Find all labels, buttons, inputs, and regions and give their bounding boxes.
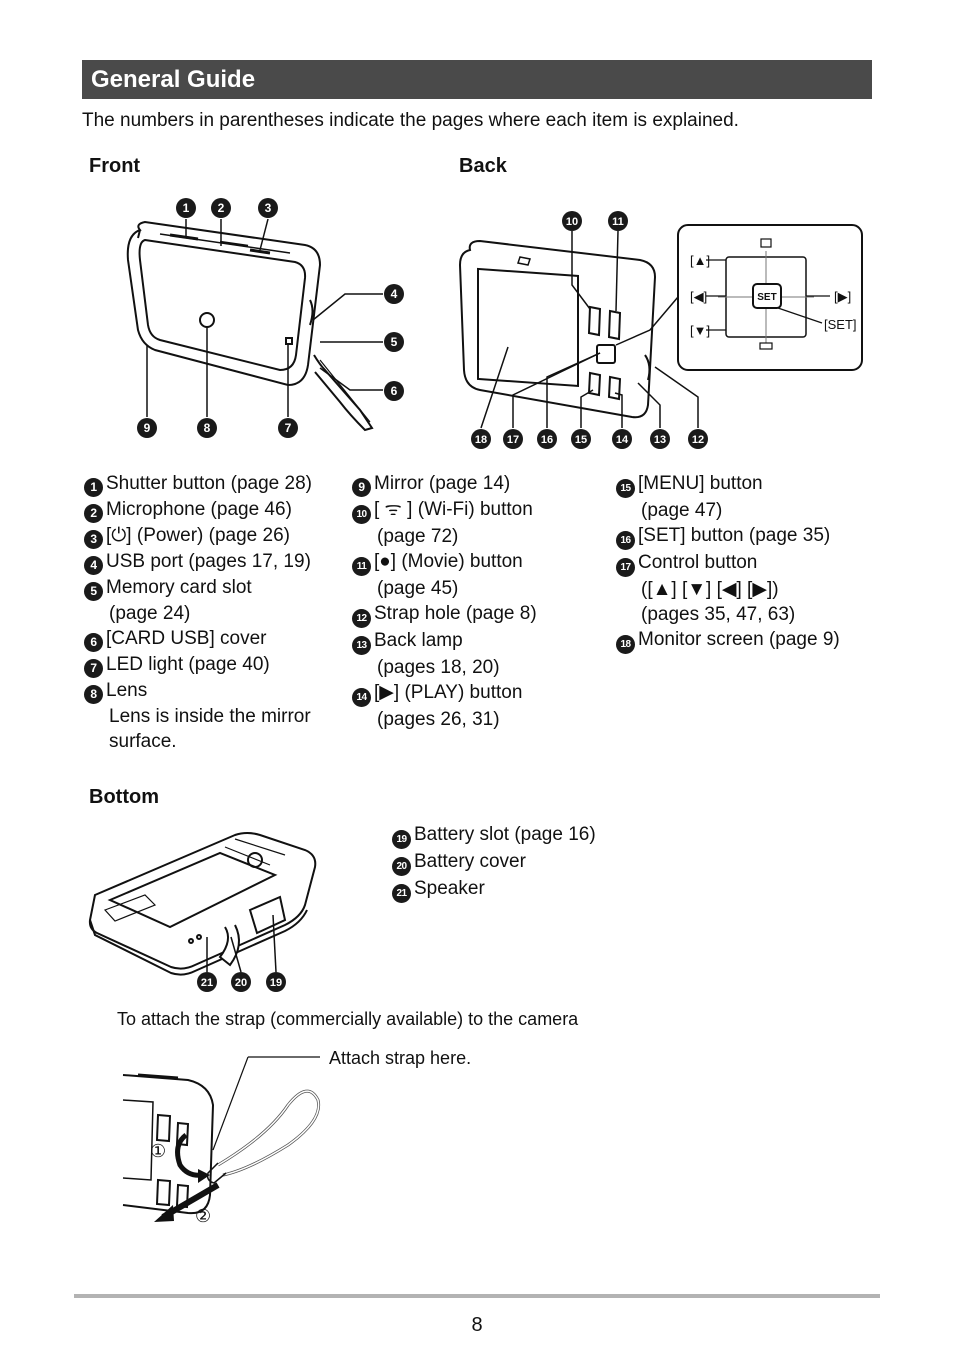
callout-badge [137,418,157,438]
callout-number: 21 [201,977,213,989]
callout-badge [278,418,298,438]
callout-number: 20 [235,977,247,989]
legend-item: 16[SET] button (page 35) [616,523,840,550]
callout-badge [688,429,708,449]
callout-badge [197,972,217,992]
callout-badge [176,198,196,218]
callout-number: 4 [391,287,398,301]
legend-item: 3[⏻] (Power) (page 26) [84,523,312,549]
step-2-marker: ② [195,1206,211,1226]
callout-badge [231,972,251,992]
callout-number: 5 [391,335,398,349]
section-front-heading: Front [89,155,141,177]
callout-badge [571,429,591,449]
callout-badge [650,429,670,449]
callout-badge [258,198,278,218]
callout-number: 13 [654,434,666,446]
callout-badge [211,198,231,218]
callout-badge [384,332,404,352]
inset-left-label: [◀] [690,289,707,304]
strap-caption: To attach the strap (commercially availa… [117,1009,579,1029]
callout-badge [384,381,404,401]
callout-badge [471,429,491,449]
callout-number: 14 [616,434,629,446]
inset-right-label: [▶] [834,289,851,304]
callout-badge [537,429,557,449]
step-1-marker: ① [150,1141,166,1161]
callout-number: 8 [204,421,211,435]
callout-number: 18 [475,434,487,446]
section-back-heading: Back [459,155,507,177]
callout-badge [562,211,582,231]
legend-item: 14[▶] (PLAY) button(pages 26, 31) [352,680,537,732]
legend-item: 15[MENU] button(page 47) [616,471,840,523]
legend-item: 11[●] (Movie) button(page 45) [352,549,537,601]
callout-badge [266,972,286,992]
inset-up-label: [▲] [690,253,710,268]
back-callout-badges: 10 11 12 13 14 15 16 17 18 [471,211,708,449]
callout-badge [608,211,628,231]
callout-number: 9 [144,421,151,435]
callout-number: 16 [541,434,553,446]
callout-number: 7 [285,421,292,435]
inset-set-label: [SET] [824,317,857,332]
callout-number: 15 [575,434,587,446]
callout-number: 6 [391,384,398,398]
page-number: 8 [471,1314,483,1336]
attach-strap-label: Attach strap here. [329,1048,472,1068]
callout-number: 10 [566,216,578,228]
strap-illustration: ① ② [122,1056,321,1226]
callout-badge [612,429,632,449]
section-bottom-heading: Bottom [89,786,159,808]
legend-item: 10[ ᯤ ] (Wi-Fi) button(page 72) [352,497,537,549]
callout-number: 2 [218,201,225,215]
front-callout-badges: 1 2 3 4 5 6 7 8 9 [137,198,404,438]
callout-number: 17 [507,434,519,446]
callout-number: 3 [265,201,272,215]
back-camera-illustration: SET [▲] [◀] [▼] [▶] [SET] 10 11 12 13 14 [458,211,863,449]
front-camera-illustration: 1 2 3 4 5 6 7 8 9 [126,198,404,438]
inset-down-label: [▼] [690,323,710,338]
callout-number: 19 [270,977,282,989]
footer-divider [74,1294,880,1298]
callout-number: 1 [183,201,190,215]
bottom-callout-badges: 21 20 19 [197,972,286,992]
intro-text: The numbers in parentheses indicate the … [82,110,739,131]
callout-badge [384,284,404,304]
callout-badge [197,418,217,438]
legend-column-3: 15[MENU] button(page 47) 16[SET] button … [616,471,840,654]
callout-number: 12 [692,434,704,446]
bottom-camera-illustration: 21 20 19 [88,832,317,992]
page-title: General Guide [82,60,872,99]
legend-item: 6[CARD USB] cover [84,626,312,652]
set-button-label: SET [757,292,776,303]
callout-number: 11 [612,216,624,228]
callout-badge [503,429,523,449]
